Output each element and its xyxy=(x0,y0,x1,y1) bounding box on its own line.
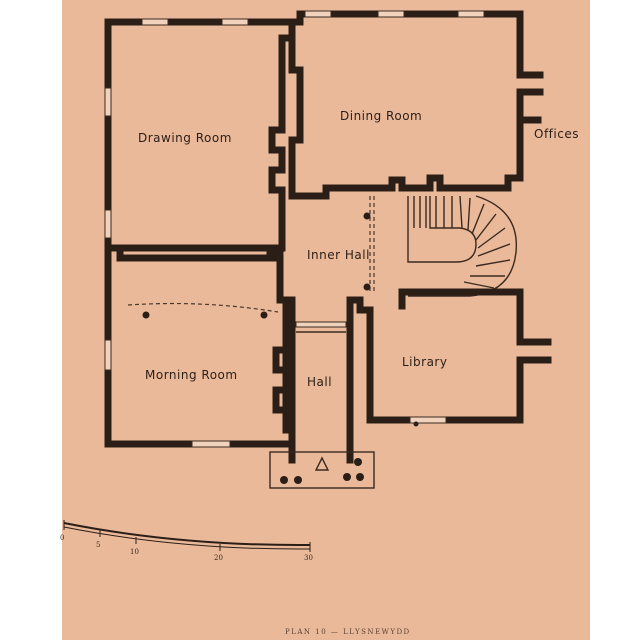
scale-tick-20: 20 xyxy=(214,554,223,562)
paper-background xyxy=(62,0,590,640)
scale-bar: 0 5 10 20 30 xyxy=(60,520,313,562)
label-hall: Hall xyxy=(307,375,332,389)
scale-tick-0: 0 xyxy=(60,534,64,542)
dining-room-walls xyxy=(288,10,544,200)
label-dining-room: Dining Room xyxy=(340,109,422,123)
label-inner-hall: Inner Hall xyxy=(307,248,370,262)
label-morning-room: Morning Room xyxy=(145,368,238,382)
plan-caption: PLAN 10 — LLYSNEWYDD xyxy=(285,628,411,636)
library-walls xyxy=(346,288,552,427)
label-library: Library xyxy=(402,355,447,369)
scale-tick-5: 5 xyxy=(96,541,100,549)
scale-tick-30: 30 xyxy=(304,554,313,562)
morning-room-walls xyxy=(104,244,296,448)
label-offices: Offices xyxy=(534,127,579,141)
hall-walls xyxy=(288,296,354,464)
staircase xyxy=(407,195,518,297)
entrance-porch xyxy=(269,451,375,489)
inner-hall-details xyxy=(363,196,375,292)
scale-tick-10: 10 xyxy=(130,548,139,556)
offices-walls xyxy=(516,88,542,124)
label-drawing-room: Drawing Room xyxy=(138,131,232,145)
